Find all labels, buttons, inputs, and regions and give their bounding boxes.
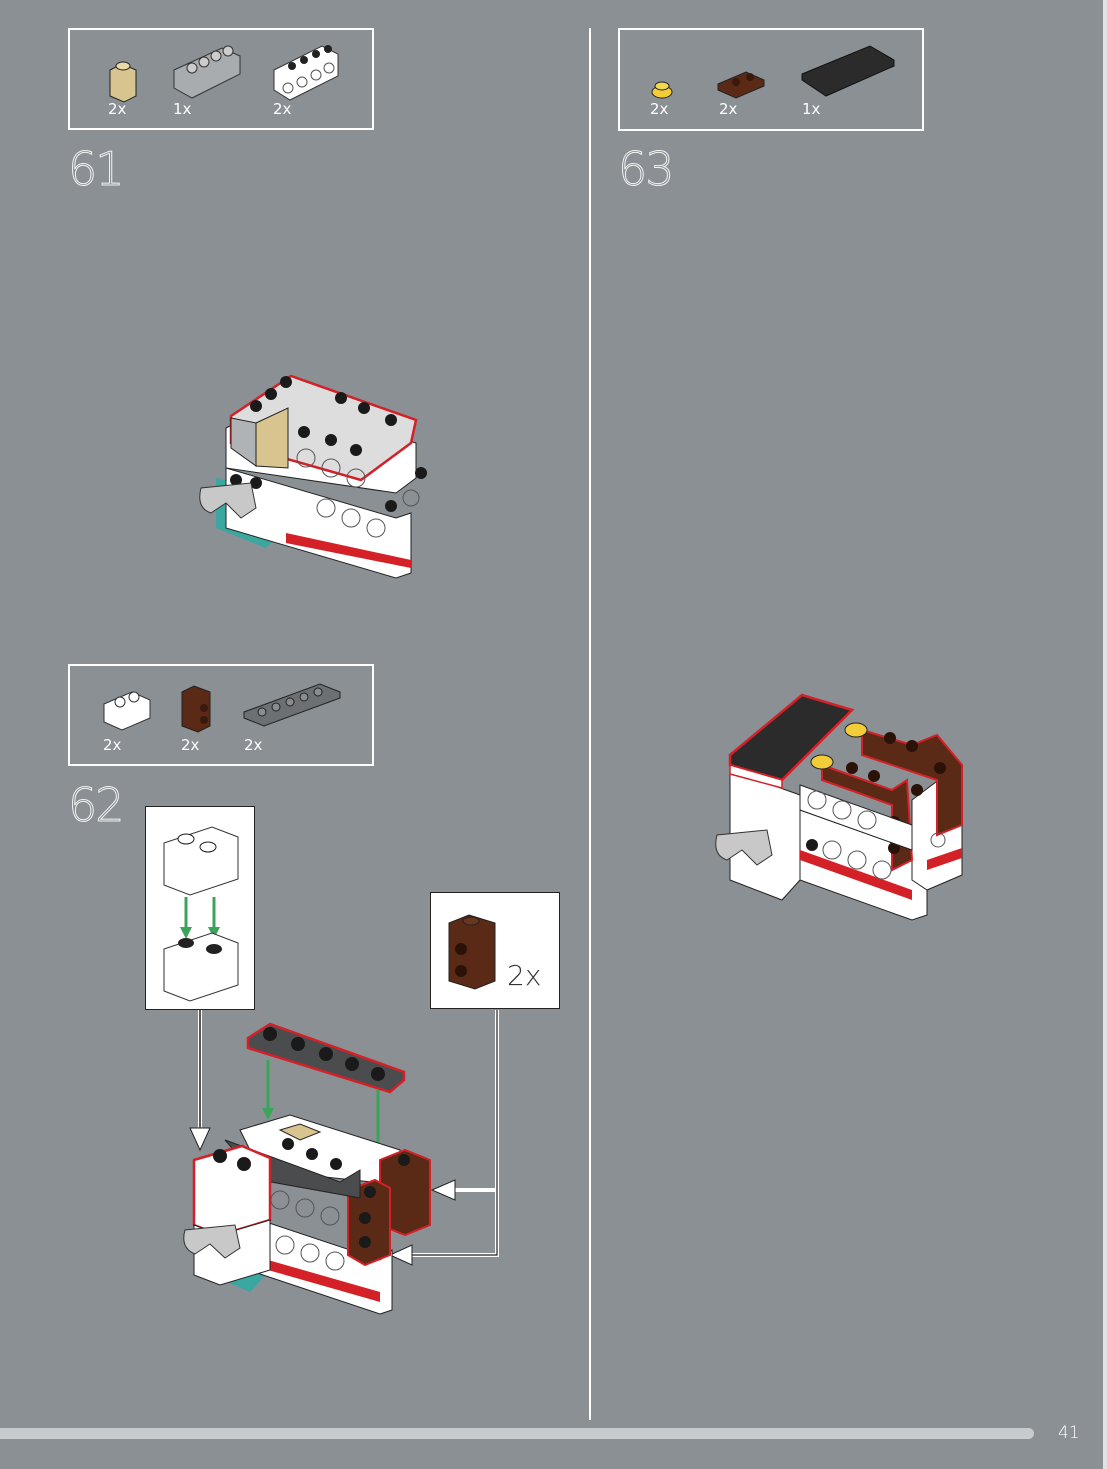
black-tile-2x4-icon: [800, 44, 896, 100]
brown-plate-1x2-icon: [716, 66, 768, 100]
page-edge: [1103, 0, 1107, 1469]
yellow-round-plate-1x1-icon: [650, 78, 674, 100]
page-progress-bar: [0, 1428, 1034, 1439]
qty-label: 2x: [719, 100, 737, 118]
qty-label: 2x: [650, 100, 668, 118]
step-63-parts-list: 2x 2x 1x: [618, 28, 924, 131]
step-63-model-illustration: [712, 690, 968, 922]
step-number: 63: [618, 142, 673, 196]
step-62-model-illustration: [180, 1020, 440, 1320]
page-number: 41: [1058, 1423, 1080, 1443]
qty-label: 1x: [802, 100, 820, 118]
